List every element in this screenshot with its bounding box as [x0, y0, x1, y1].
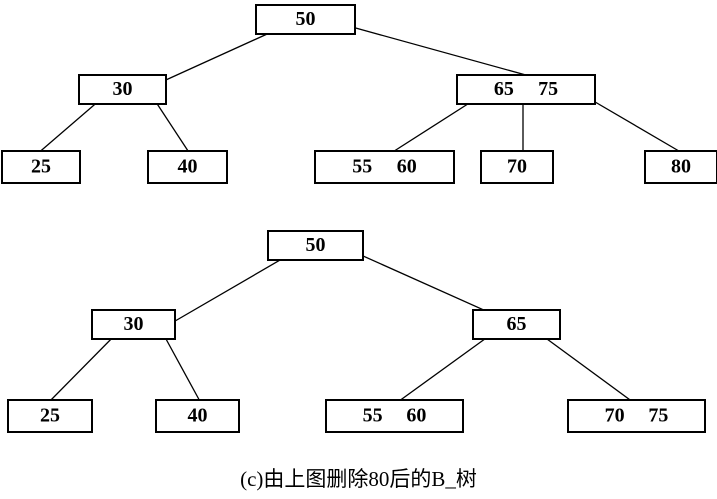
node-key-t1-l25-0: 25: [31, 156, 51, 178]
node-key-t1-n30-0: 30: [113, 78, 133, 100]
node-box-t1-n6575: [456, 74, 596, 105]
node-box-t2-n65: [472, 309, 561, 340]
node-key-t1-l70-0: 70: [507, 156, 527, 178]
node-box-t1-root: [255, 4, 356, 35]
btree-node-t1-n6575[interactable]: 65 75: [456, 74, 596, 105]
btree-node-t2-l25[interactable]: 25: [7, 399, 93, 433]
node-box-t1-n30: [78, 74, 167, 105]
node-key-t2-n30-0: 30: [124, 313, 144, 335]
node-key-t2-l5560-1: 60: [406, 405, 426, 427]
btree-node-t2-l5560[interactable]: 55 60: [325, 399, 464, 433]
node-key-t2-l7075-1: 75: [648, 405, 668, 427]
tree-edge-t1-root-to-t1-n6575: [333, 21, 534, 78]
btree-node-t2-n30[interactable]: 30: [91, 309, 176, 340]
btree-node-t2-l40[interactable]: 40: [155, 399, 240, 433]
node-key-t2-n65-0: 65: [507, 313, 527, 335]
node-key-t2-l40-0: 40: [188, 405, 208, 427]
node-key-t2-l5560-0: 55: [363, 405, 383, 427]
node-box-t1-l5560: [314, 150, 455, 184]
btree-node-t1-l5560[interactable]: 55 60: [314, 150, 455, 184]
node-key-t2-l25-0: 25: [40, 405, 60, 427]
btree-node-t1-l70[interactable]: 70: [480, 150, 554, 184]
nodes-layer: 50 30 65 75 25 40 55 60 70 80 50 30 65 25 40 55 60 70 75: [1, 4, 717, 433]
btree-node-t1-root[interactable]: 50: [255, 4, 356, 35]
node-key-t1-l40-0: 40: [178, 156, 198, 178]
btree-node-t1-l80[interactable]: 80: [644, 150, 717, 184]
tree-edge-t2-n30-to-t2-l25: [46, 327, 123, 405]
figure-caption: (c)由上图删除80后的B_树: [240, 467, 477, 491]
node-box-t2-l7075: [567, 399, 706, 433]
btree-node-t1-n30[interactable]: 30: [78, 74, 167, 105]
node-key-t1-n6575-1: 75: [538, 78, 558, 100]
node-box-t1-l25: [1, 150, 81, 184]
node-key-t1-l80-0: 80: [671, 156, 691, 178]
node-key-t2-l7075-0: 70: [605, 405, 625, 427]
node-box-t2-n30: [91, 309, 176, 340]
btree-node-t1-l40[interactable]: 40: [147, 150, 228, 184]
btree-node-t2-root[interactable]: 50: [267, 230, 364, 261]
btree-node-t2-l7075[interactable]: 70 75: [567, 399, 706, 433]
tree-edge-t2-n65-to-t2-l7075: [531, 327, 638, 406]
node-key-t1-root-0: 50: [296, 8, 316, 30]
node-box-t1-l80: [644, 150, 717, 184]
node-box-t1-l40: [147, 150, 228, 184]
node-box-t2-l25: [7, 399, 93, 433]
node-key-t2-root-0: 50: [306, 234, 326, 256]
tree-edge-t2-n65-to-t2-l5560: [394, 327, 501, 405]
node-box-t2-l5560: [325, 399, 464, 433]
node-box-t2-root: [267, 230, 364, 261]
btree-node-t1-l25[interactable]: 25: [1, 150, 81, 184]
node-key-t1-l5560-0: 55: [352, 156, 372, 178]
btree-node-t2-n65[interactable]: 65: [472, 309, 561, 340]
node-key-t1-n6575-0: 65: [494, 78, 514, 100]
node-box-t2-l40: [155, 399, 240, 433]
node-box-t1-l70: [480, 150, 554, 184]
tree-edge-t2-n30-to-t2-l40: [159, 327, 203, 406]
node-key-t1-l5560-1: 60: [397, 156, 417, 178]
